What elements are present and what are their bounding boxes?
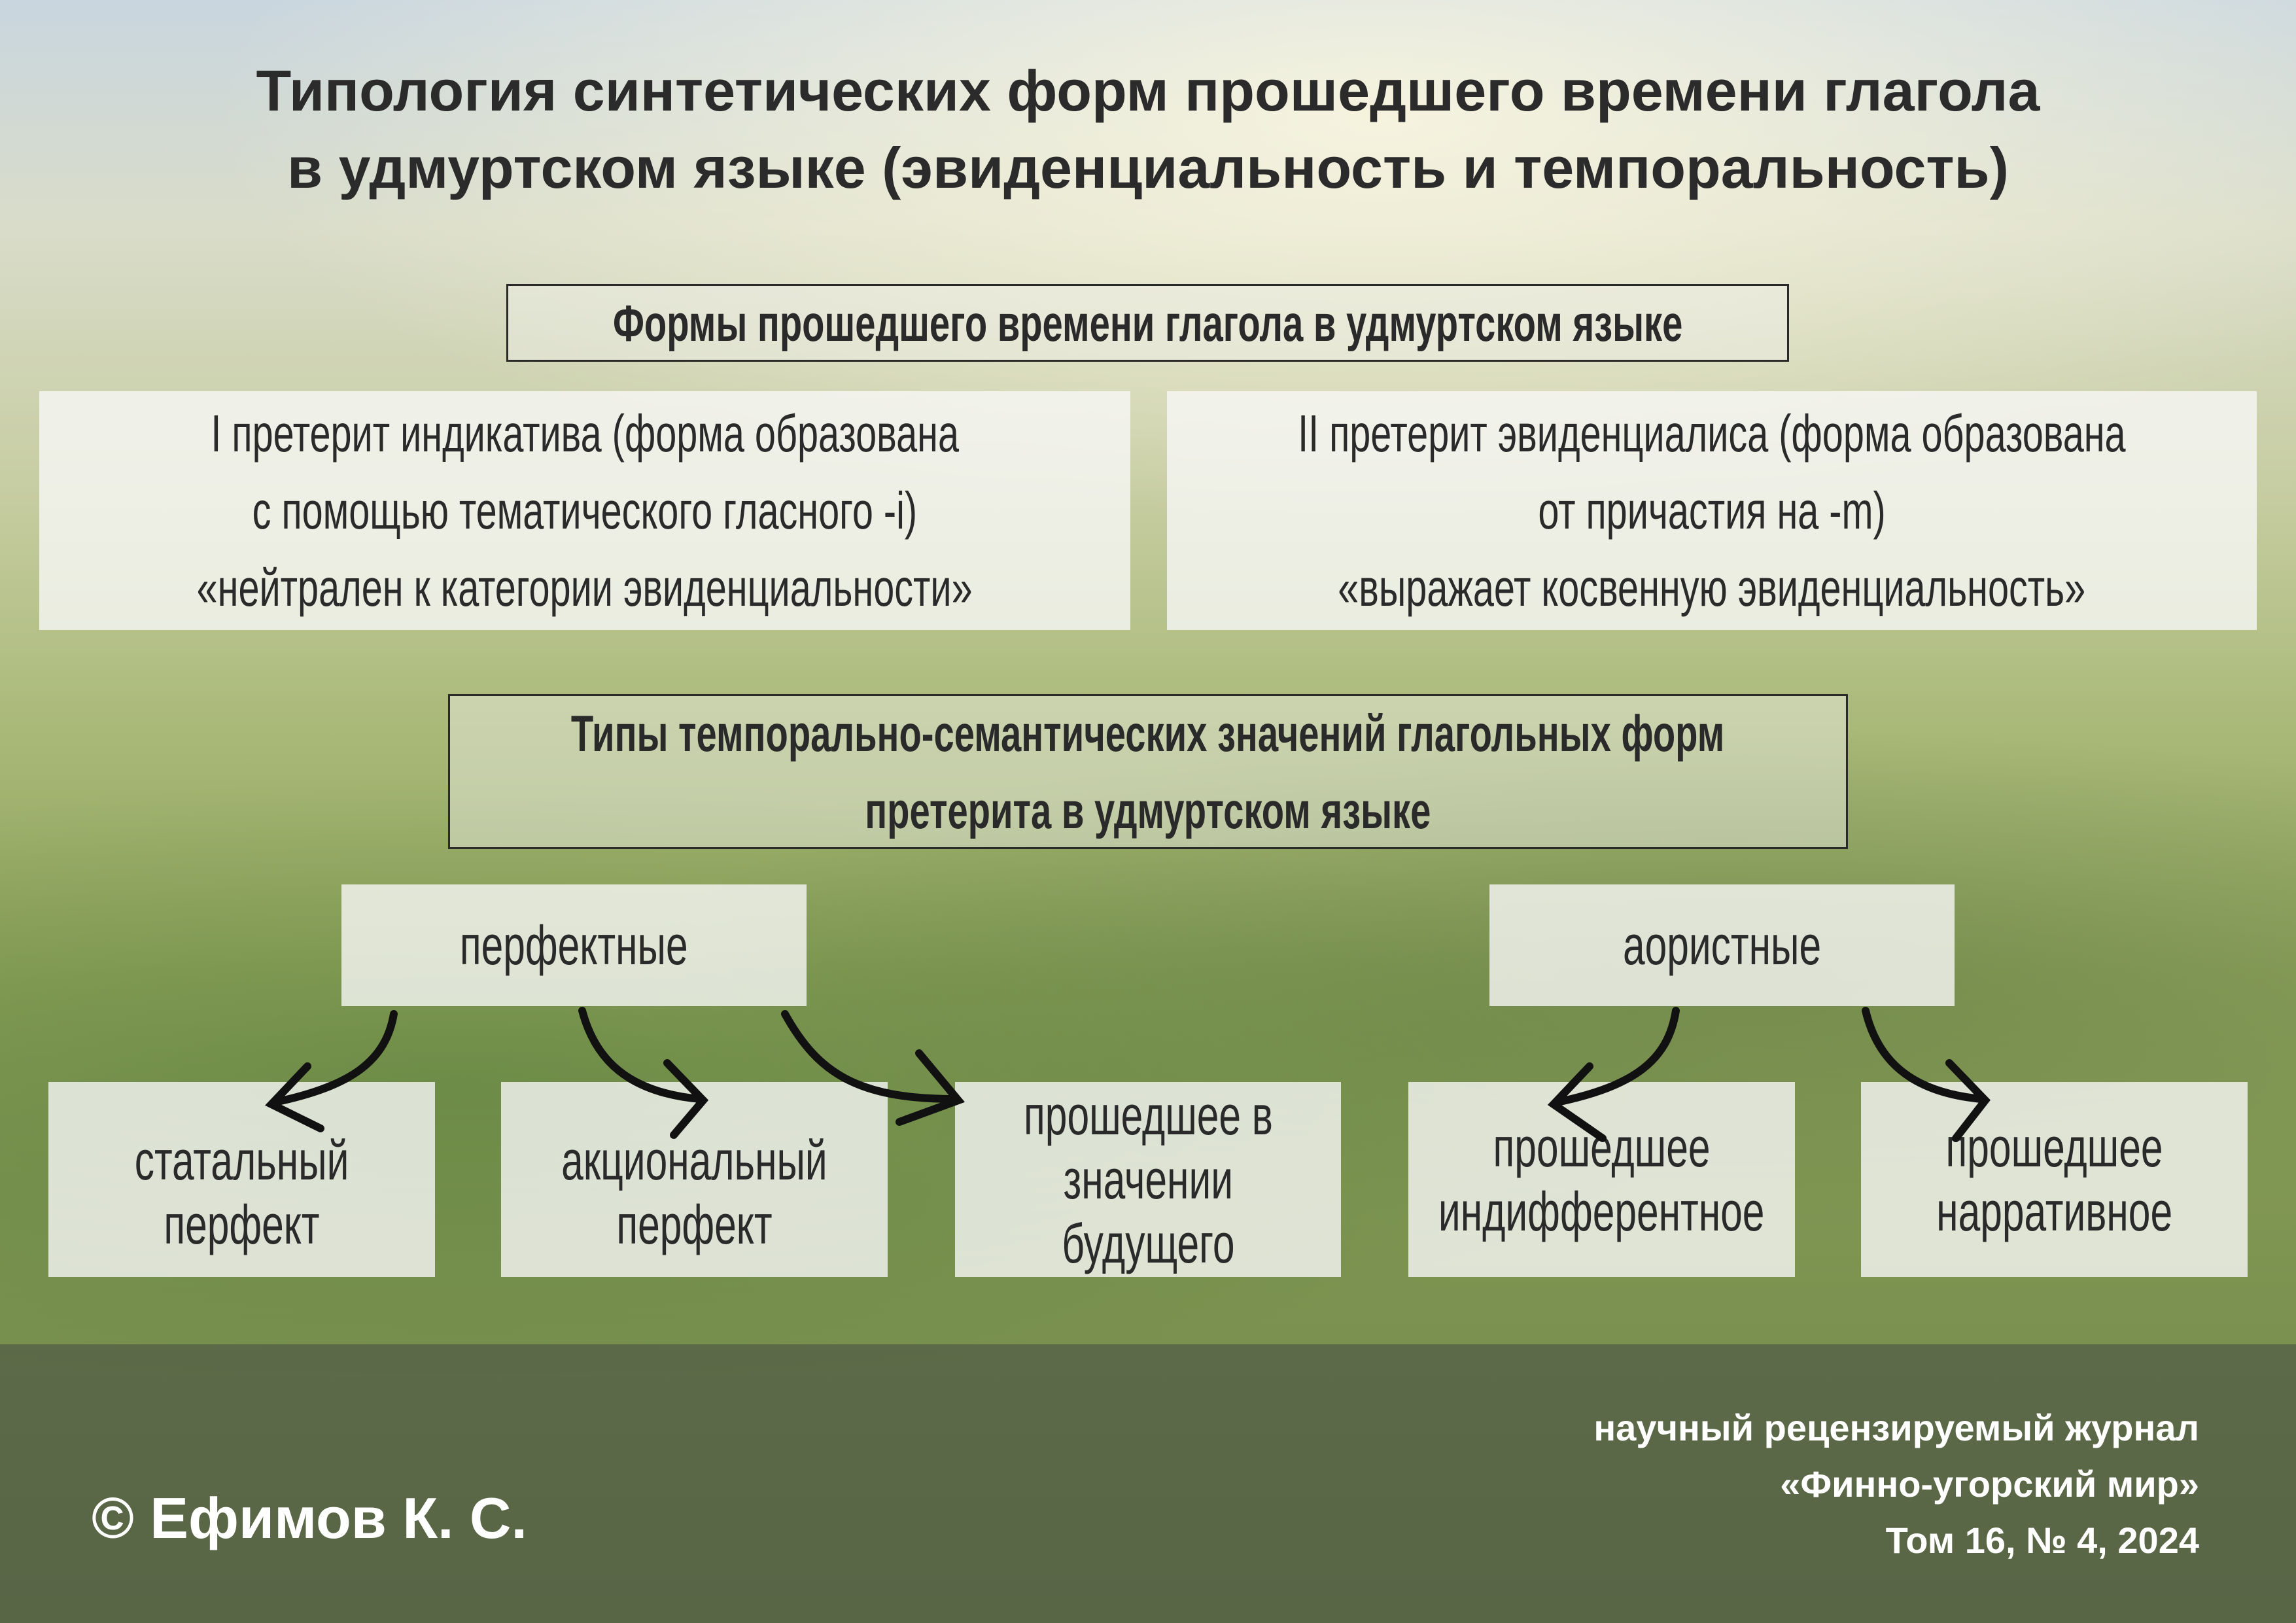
types-header-line: Типы темпорально-семантических значений …: [571, 704, 1725, 762]
box-line: статальный: [134, 1130, 349, 1191]
preterite-1-line: «нейтрален к категории эвиденциальности»: [196, 558, 973, 617]
aorist-box: аористные: [1489, 884, 1955, 1006]
box-line: прошедшее: [1945, 1117, 2163, 1178]
arrow-to-indifferent: [1547, 1007, 1680, 1142]
preterite-1-line: с помощью тематического гласного -i): [252, 481, 918, 540]
preterite-1-box: I претерит индикатива (форма образована …: [39, 391, 1130, 630]
box-line: нарративное: [1936, 1181, 2172, 1242]
box-line: прошедшее: [1493, 1117, 1711, 1178]
perfect-label: перфектные: [460, 915, 688, 976]
types-header-line: претерита в удмуртском языке: [865, 781, 1431, 839]
box-line: перфект: [164, 1194, 320, 1255]
types-header-box: Типы темпорально-семантических значений …: [448, 694, 1848, 849]
box-line: индифферентное: [1438, 1181, 1765, 1242]
forms-header: Формы прошедшего времени глагола в удмур…: [612, 294, 1683, 352]
past-future-box: прошедшее в значении будущего: [955, 1082, 1341, 1277]
box-line: перфект: [616, 1194, 773, 1255]
actional-perfect-box: акциональный перфект: [501, 1082, 888, 1277]
arrow-to-future: [781, 1010, 965, 1126]
preterite-1-line: I претерит индикатива (форма образована: [211, 404, 959, 462]
stative-perfect-box: статальный перфект: [48, 1082, 435, 1277]
preterite-2-line: «выражает косвенную эвиденциальность»: [1338, 558, 2086, 617]
arrow-to-narrative: [1862, 1007, 1991, 1142]
perfect-box: перфектные: [341, 884, 807, 1006]
title-line-2: в удмуртском языке (эвиденциальность и т…: [287, 135, 2009, 200]
preterite-2-box: II претерит эвиденциалиса (форма образов…: [1167, 391, 2257, 630]
past-indifferent-box: прошедшее индифферентное: [1408, 1082, 1795, 1277]
author-copyright: © Ефимов К. С.: [92, 1486, 527, 1550]
journal-issue: Том 16, № 4, 2024: [1885, 1520, 2199, 1561]
journal-info: научный рецензируемый журнал «Финно-угор…: [1593, 1400, 2199, 1569]
arrow-to-actional: [578, 1007, 709, 1139]
journal-line: научный рецензируемый журнал: [1593, 1407, 2199, 1448]
footer-band: [0, 1344, 2296, 1623]
journal-name: «Финно-угорский мир»: [1780, 1463, 2199, 1505]
box-line: акциональный: [561, 1130, 827, 1191]
aorist-label: аористные: [1622, 915, 1822, 976]
preterite-2-line: II претерит эвиденциалиса (форма образов…: [1298, 404, 2126, 462]
preterite-2-line: от причастия на -m): [1538, 481, 1886, 540]
arrow-to-stative: [265, 1010, 398, 1132]
box-line: будущего: [1061, 1213, 1235, 1274]
box-line: значении: [1063, 1149, 1233, 1210]
box-line: прошедшее в: [1023, 1085, 1273, 1146]
title-line-1: Типология синтетических форм прошедшего …: [256, 58, 2040, 123]
forms-header-box: Формы прошедшего времени глагола в удмур…: [506, 284, 1789, 362]
past-narrative-box: прошедшее нарративное: [1861, 1082, 2248, 1277]
